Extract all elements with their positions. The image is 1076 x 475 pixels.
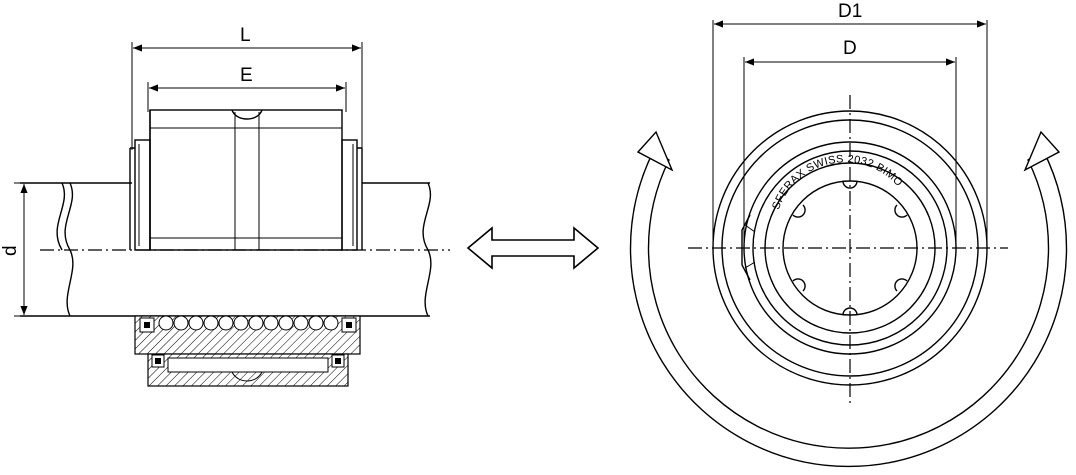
double-arrow-icon xyxy=(466,226,600,270)
dimension-E: E xyxy=(147,65,347,112)
side-view: L E d xyxy=(0,25,450,387)
ball-row xyxy=(158,315,339,331)
dimension-d: d xyxy=(0,182,62,317)
dimension-L-label: L xyxy=(240,25,251,46)
bearing-section-view xyxy=(134,315,361,387)
dimension-D-label: D xyxy=(843,38,857,59)
dimension-d-label: d xyxy=(0,245,21,256)
dimension-D1: D1 xyxy=(712,1,988,248)
dimension-D1-label: D1 xyxy=(838,1,862,22)
bore-ball-tracks xyxy=(792,180,908,316)
bearing-outer-view xyxy=(129,109,363,251)
dimension-D: D xyxy=(743,38,957,248)
dimension-L: L xyxy=(131,25,363,150)
dimension-E-label: E xyxy=(240,65,253,86)
front-view: SFERAX SWISS 2032 BIMO D1 D xyxy=(629,1,1068,468)
